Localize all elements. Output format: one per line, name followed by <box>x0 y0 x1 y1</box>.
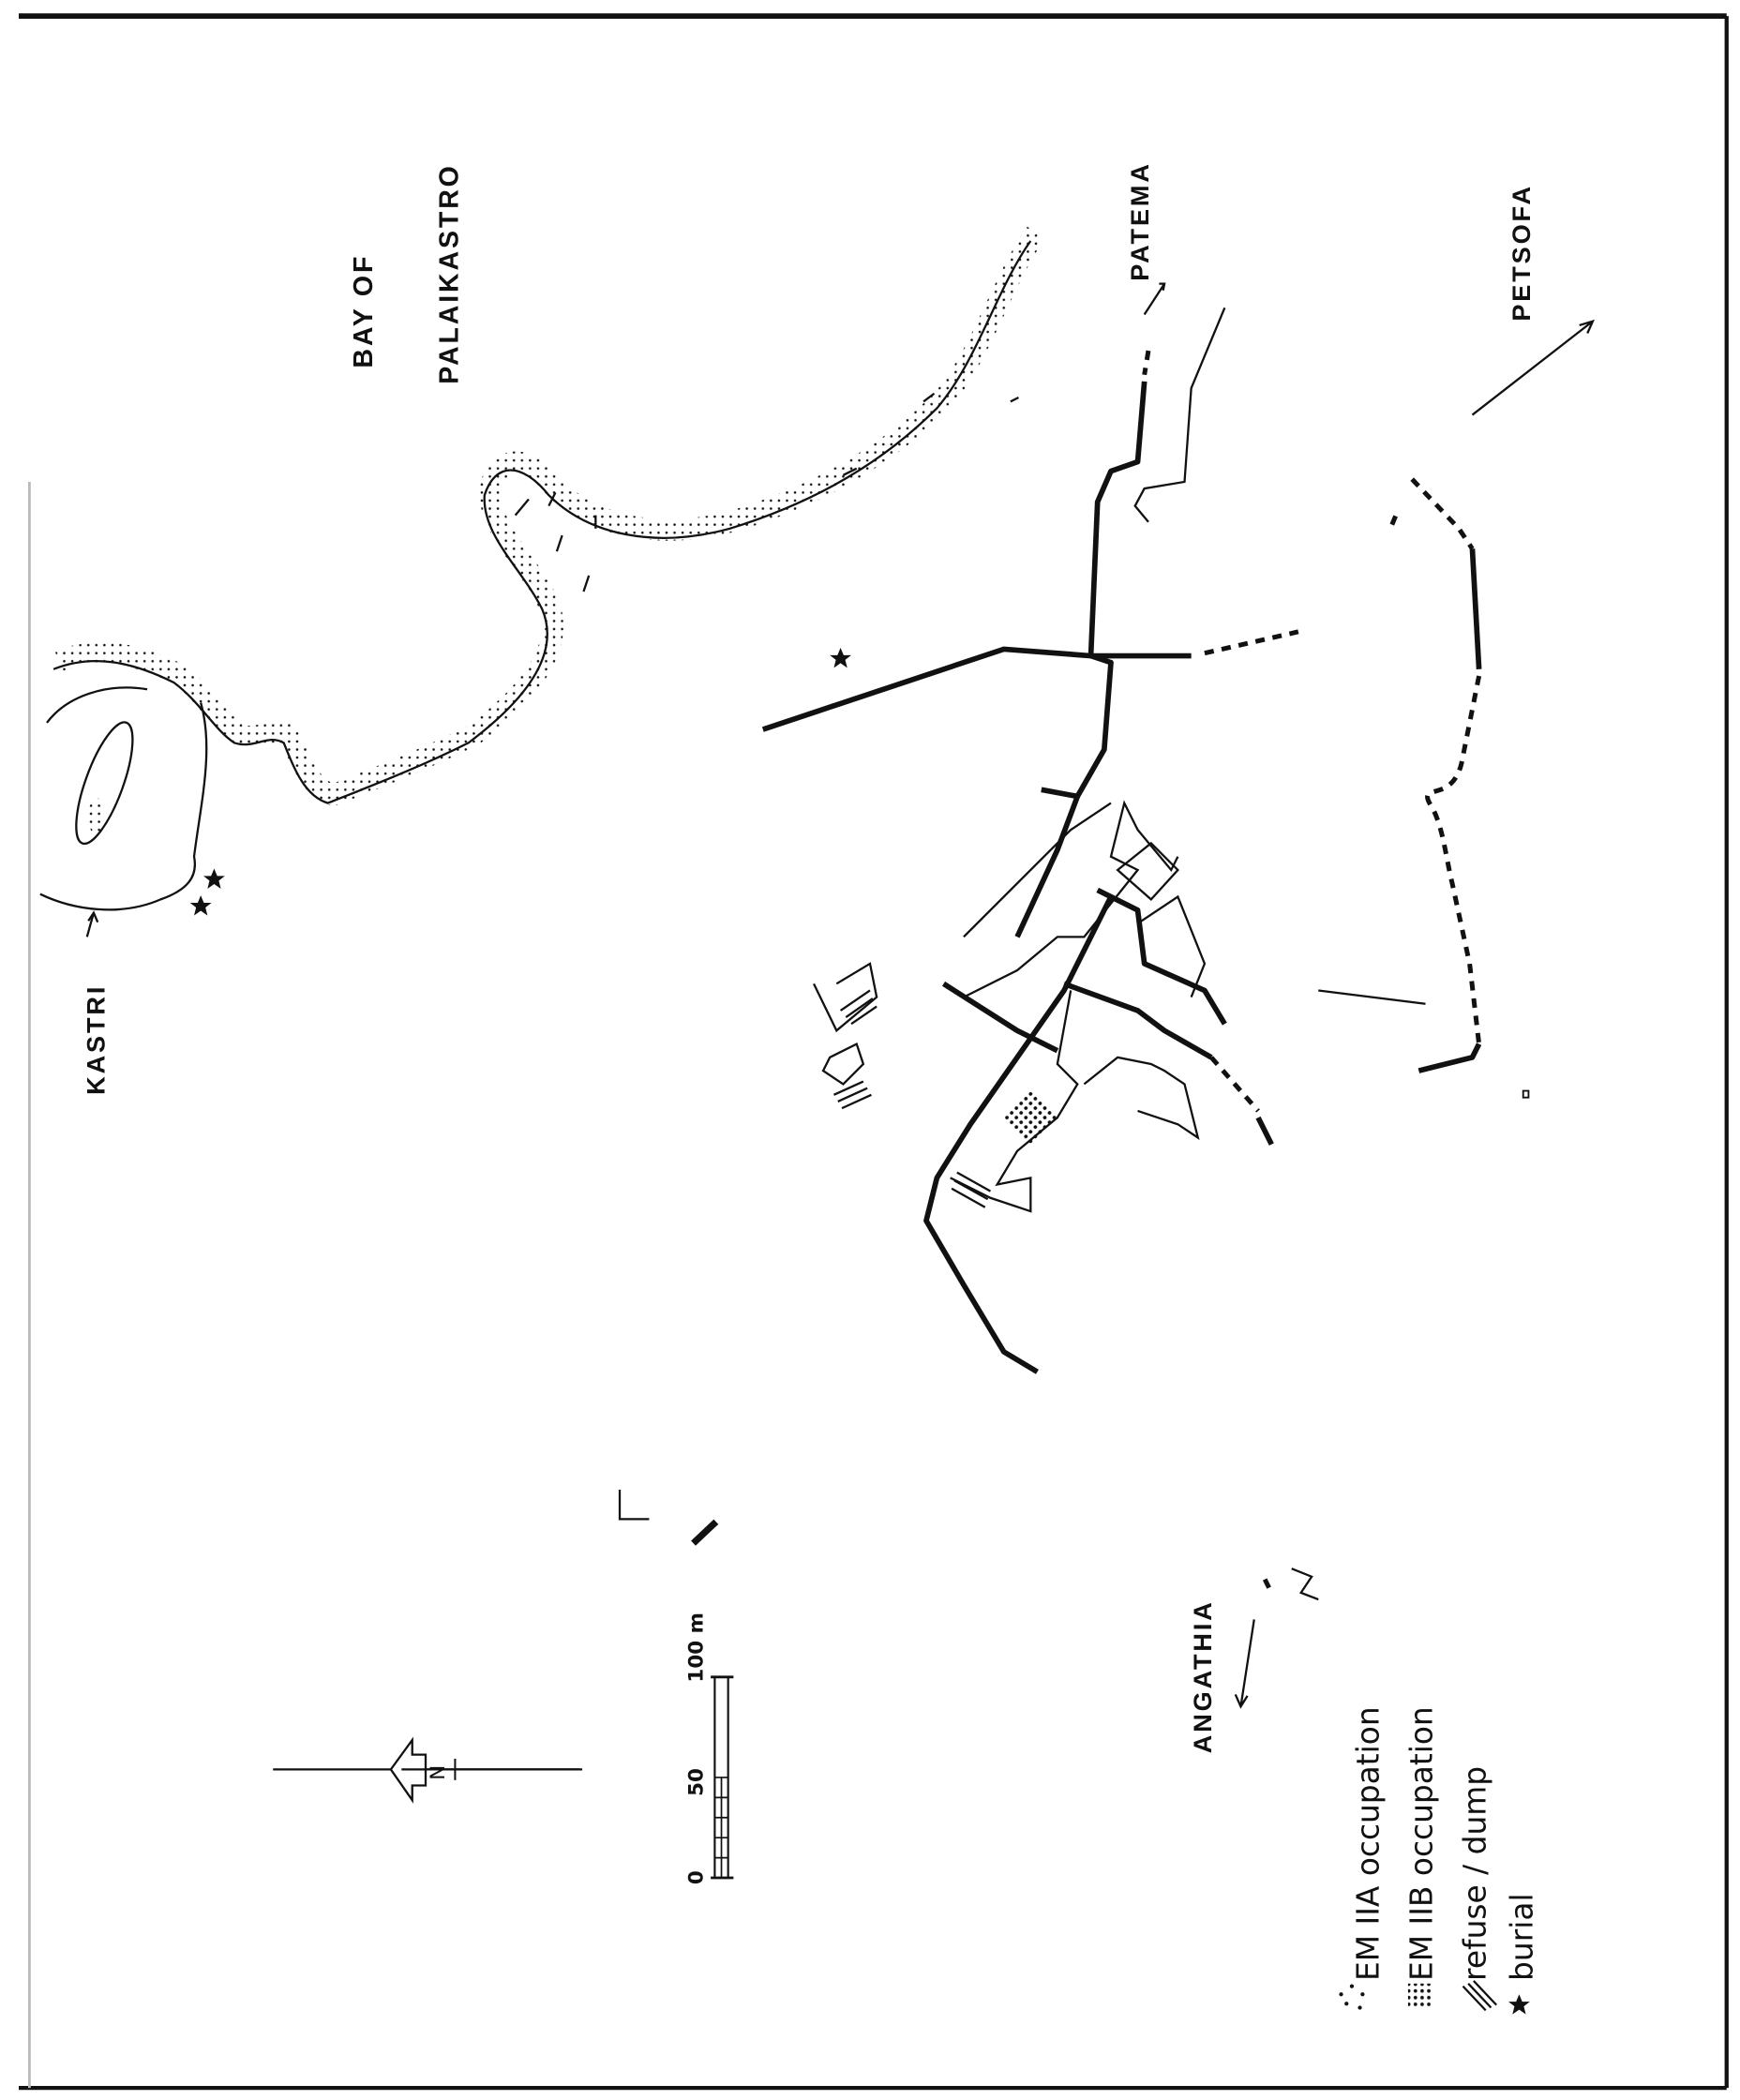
label-palaikastro: PALAIKASTRO <box>434 163 464 383</box>
sparse-dots-icon <box>1339 1984 1365 2010</box>
north-arrow-icon: N <box>273 1736 583 1804</box>
north-label: N <box>427 1765 450 1780</box>
roads <box>618 307 1530 1601</box>
legend-label: EM IIA occupation <box>1351 1706 1387 1981</box>
legend-item-burial: burial <box>1505 1893 1540 2015</box>
legend-label: EM IIB occupation <box>1404 1706 1440 1981</box>
burial-star-icon <box>830 647 852 668</box>
legend: EM IIA occupation EM IIB occupation refu… <box>1339 1706 1540 2015</box>
scale-tick-100: 100 m <box>685 1612 709 1682</box>
dense-dots-icon <box>1407 1983 1432 2008</box>
legend-item-em-iib: EM IIB occupation <box>1404 1706 1440 2008</box>
label-bay-of: BAY OF <box>349 254 379 368</box>
map-frame <box>18 13 1729 2091</box>
label-patema: PATEMA <box>1125 161 1154 281</box>
hatch-icon <box>1462 1980 1497 2012</box>
coastline <box>39 226 1045 911</box>
scale-bar: 0 50 100 m <box>685 1612 734 1884</box>
legend-label: burial <box>1505 1893 1540 1980</box>
star-icon <box>1508 1994 1530 2015</box>
legend-label: refuse / dump <box>1458 1766 1493 1981</box>
burial-star-icon <box>203 868 225 889</box>
scale-tick-50: 50 <box>685 1768 709 1796</box>
label-angathia: ANGATHIA <box>1188 1599 1217 1753</box>
legend-item-em-iia: EM IIA occupation <box>1339 1706 1387 2010</box>
label-kastri: KASTRI <box>81 984 110 1095</box>
burial-star-icon <box>189 895 212 916</box>
direction-arrows <box>85 282 1596 1709</box>
scale-tick-0: 0 <box>685 1870 709 1884</box>
label-petsofa: PETSOFA <box>1507 184 1536 322</box>
legend-item-refuse: refuse / dump <box>1458 1766 1497 2012</box>
